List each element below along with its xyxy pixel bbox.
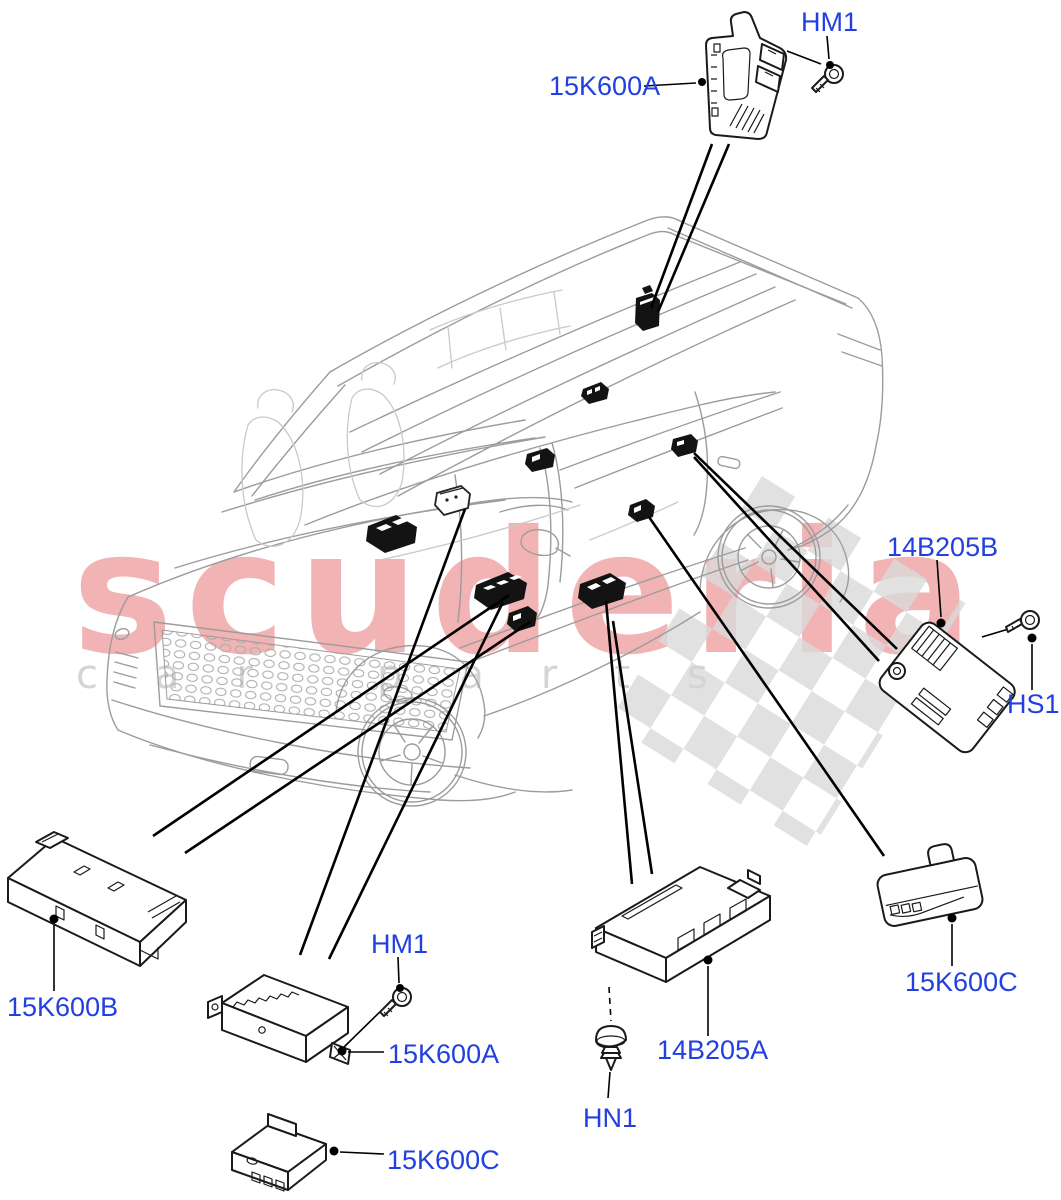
side-mirror xyxy=(520,529,571,557)
part-label-15k600a-floor[interactable]: 15K600A xyxy=(388,1039,499,1069)
part-label-hm1-floor[interactable]: HM1 xyxy=(371,929,428,959)
part-module-14b205b xyxy=(878,621,1016,754)
in-car-modules xyxy=(366,285,698,632)
part-label-14b205b[interactable]: 14B205B xyxy=(887,532,998,562)
part-label-15k600b[interactable]: 15K600B xyxy=(7,992,118,1022)
part-module-15k600b xyxy=(7,831,187,967)
screw-hm1-floor xyxy=(379,987,412,1017)
part-label-hs1[interactable]: HS1 xyxy=(1007,689,1060,719)
part-module-15k600c-small xyxy=(231,1113,327,1192)
part-label-hn1[interactable]: HN1 xyxy=(583,1103,637,1133)
grille xyxy=(153,621,469,741)
callout-connectors xyxy=(49,35,1037,1156)
part-module-14b205a xyxy=(591,866,771,983)
part-labels: 15K600A HM1 14B205B HS1 15K600B HM1 15K6… xyxy=(7,7,1060,1175)
part-module-15k600a-floor xyxy=(207,974,351,1065)
part-label-15k600a-top[interactable]: 15K600A xyxy=(549,71,660,101)
screw-hs1 xyxy=(1005,610,1040,633)
wheel-rear xyxy=(717,505,821,609)
part-label-15k600c-rear[interactable]: 15K600C xyxy=(905,967,1018,997)
part-label-14b205a[interactable]: 14B205A xyxy=(657,1035,768,1065)
screw-hm1-top xyxy=(811,64,844,93)
part-label-hm1-top[interactable]: HM1 xyxy=(801,7,858,37)
vehicle-illustration xyxy=(106,216,884,807)
part-fusebox-top xyxy=(705,11,788,140)
interior-seats xyxy=(241,289,679,561)
clip-hn1 xyxy=(595,1025,627,1071)
leader-lines xyxy=(152,50,1013,1048)
part-module-15k600c-rear xyxy=(876,843,984,927)
part-label-15k600c-small[interactable]: 15K600C xyxy=(387,1145,500,1175)
checkered-flag-watermark xyxy=(608,476,966,850)
